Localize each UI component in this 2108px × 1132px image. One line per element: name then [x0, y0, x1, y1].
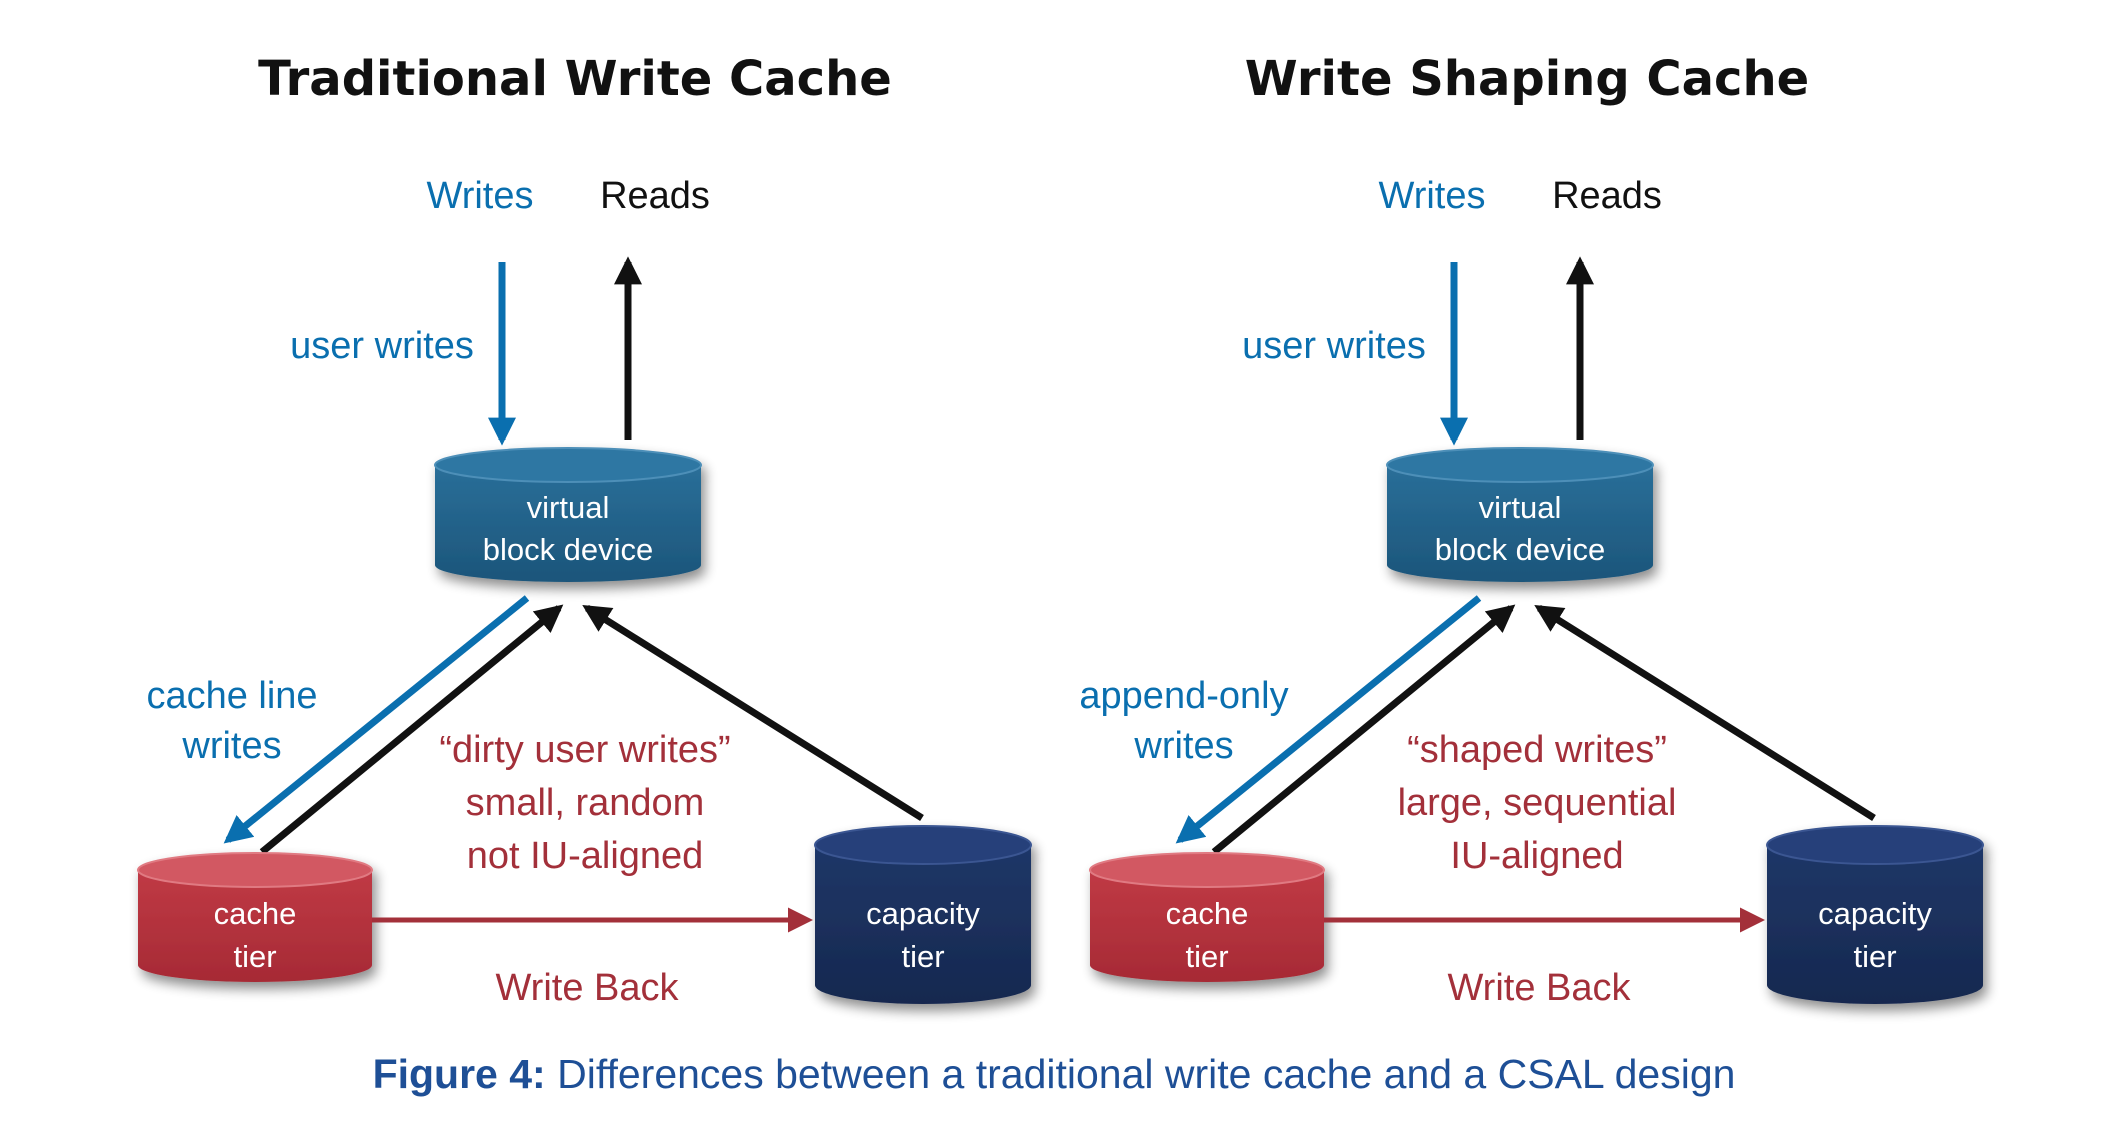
middle-label-line3: not IU-aligned — [467, 835, 704, 877]
middle-label-line2: large, sequential — [1398, 782, 1677, 824]
cache-tier-label-line1: cache — [1166, 896, 1249, 931]
write-back-label: Write Back — [495, 967, 679, 1009]
left-label-line2: writes — [181, 725, 281, 767]
virtual-device-label-line2: block device — [1435, 532, 1606, 567]
virtual-block-device-cylinder — [1386, 447, 1654, 582]
figure-caption: Figure 4: Differences between a traditio… — [373, 1051, 1736, 1097]
capacity-tier-cylinder — [1766, 825, 1984, 1004]
capacity-tier-label-line2: tier — [901, 939, 944, 974]
capacity-tier-label-line1: capacity — [866, 896, 980, 931]
panel-title: Traditional Write Cache — [258, 51, 892, 107]
capacity-tier-label-line2: tier — [1853, 939, 1896, 974]
left-label-line1: cache line — [146, 675, 317, 717]
caption-text: Differences between a traditional write … — [546, 1051, 1736, 1097]
middle-label-line3: IU-aligned — [1450, 835, 1623, 877]
virtual-device-label-line1: virtual — [1479, 490, 1562, 525]
cache-tier-label-line1: cache — [214, 896, 297, 931]
middle-label-line1: “shaped writes” — [1407, 729, 1667, 771]
user-writes-label: user writes — [290, 325, 474, 367]
cache-to-device-arrow — [259, 604, 564, 855]
capacity-tier-label-line1: capacity — [1818, 896, 1932, 931]
write-back-label: Write Back — [1447, 967, 1631, 1009]
user-writes-label: user writes — [1242, 325, 1426, 367]
append-only-writes-arrow — [1175, 595, 1482, 844]
capacity-to-device-arrow — [582, 605, 924, 821]
left-label-line1: append-only — [1079, 675, 1288, 717]
cache-tier-cylinder — [1089, 852, 1325, 982]
capacity-tier-cylinder — [814, 825, 1032, 1004]
panel-write-shaping-cache: Write Shaping Cache Writes Reads user wr… — [1079, 51, 1984, 1009]
writes-label: Writes — [1379, 175, 1486, 217]
writes-label: Writes — [427, 175, 534, 217]
middle-label-line1: “dirty user writes” — [439, 729, 730, 771]
panel-title: Write Shaping Cache — [1245, 51, 1809, 107]
cache-to-device-arrow — [1211, 604, 1516, 855]
reads-label: Reads — [600, 175, 710, 217]
virtual-device-label-line2: block device — [483, 532, 654, 567]
cache-tier-label-line2: tier — [233, 939, 276, 974]
cache-tier-label-line2: tier — [1185, 939, 1228, 974]
cache-tier-cylinder — [137, 852, 373, 982]
virtual-device-label-line1: virtual — [527, 490, 610, 525]
virtual-block-device-cylinder — [434, 447, 702, 582]
caption-prefix: Figure 4: — [373, 1051, 546, 1097]
left-label-line2: writes — [1133, 725, 1233, 767]
panel-traditional-write-cache: Traditional Write Cache Writes Reads use… — [137, 51, 1032, 1009]
middle-label-line2: small, random — [466, 782, 705, 824]
cache-line-writes-arrow — [223, 595, 530, 844]
capacity-to-device-arrow — [1534, 605, 1876, 821]
reads-label: Reads — [1552, 175, 1662, 217]
